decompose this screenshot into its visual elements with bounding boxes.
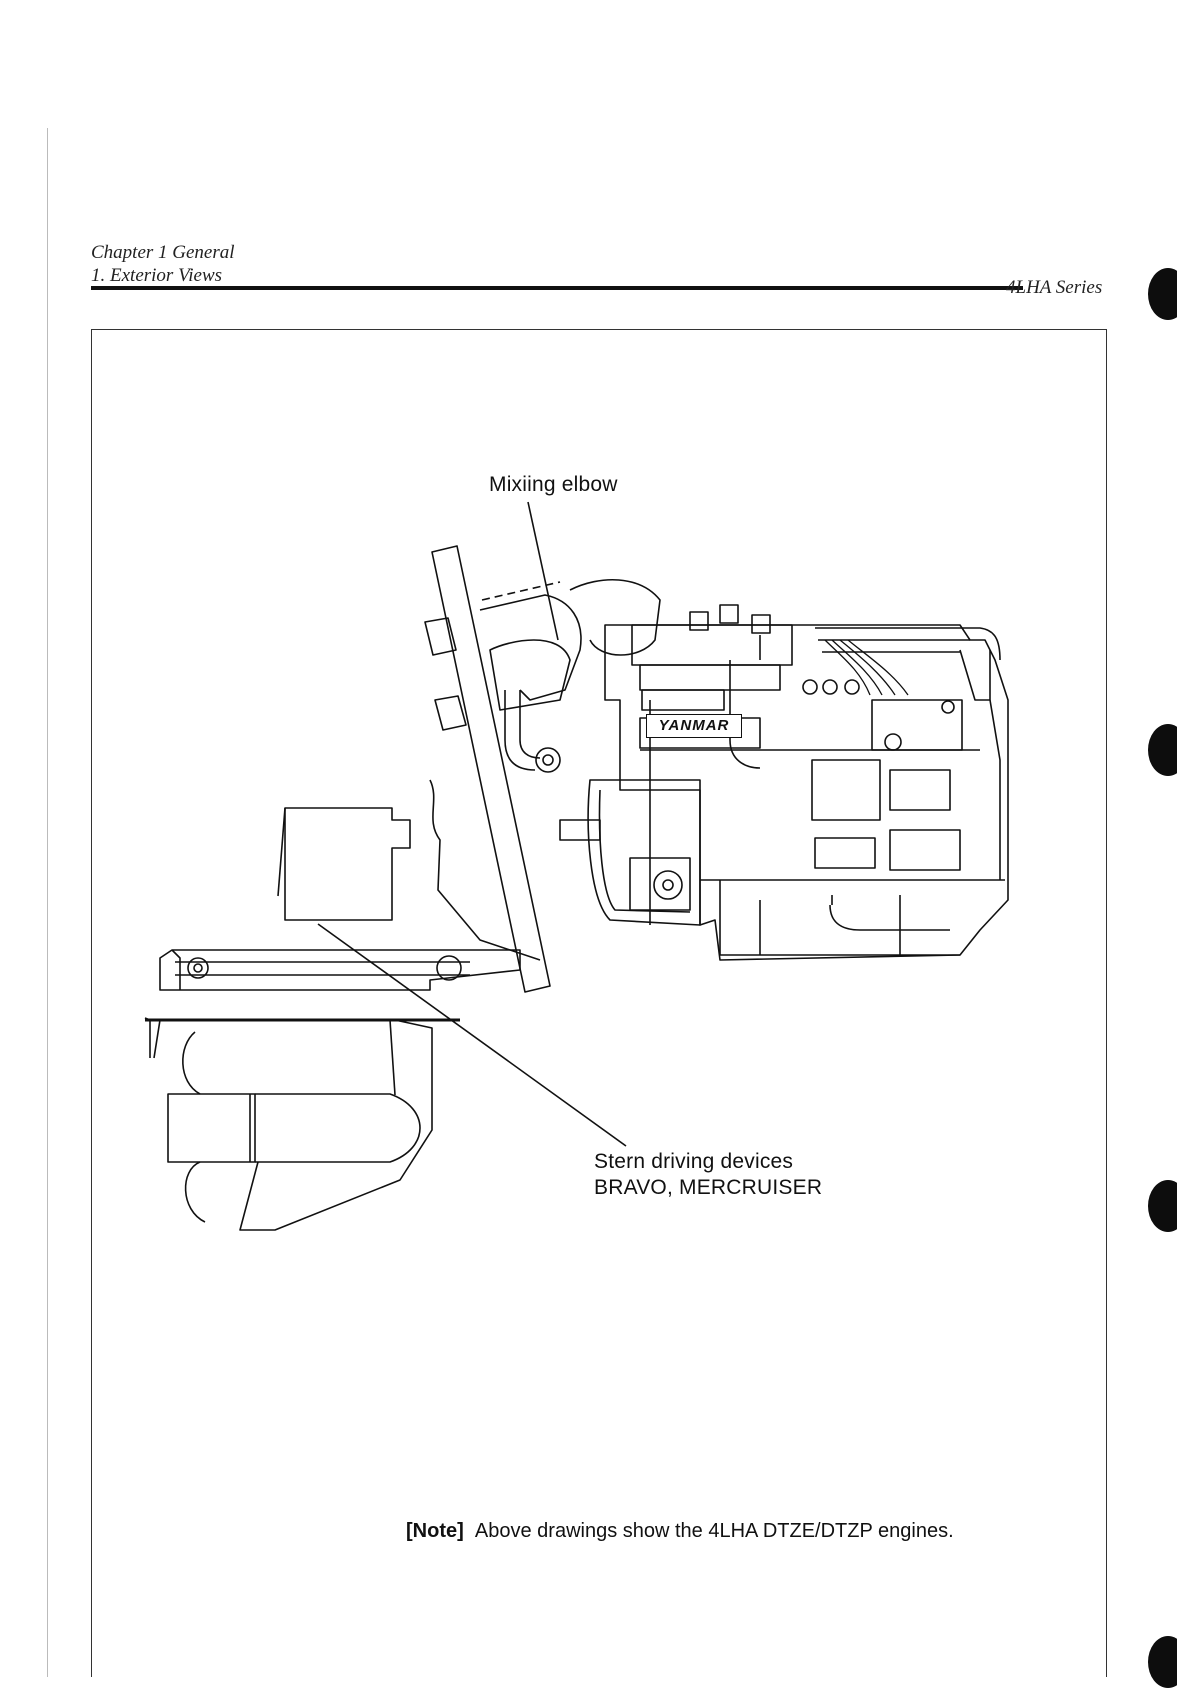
transom-plate (425, 546, 550, 992)
leader-stern-drive (318, 924, 626, 1146)
figure-note: [Note] Above drawings show the 4LHA DTZE… (406, 1520, 954, 1543)
stern-drive-unit (145, 808, 520, 1230)
note-text: Above drawings show the 4LHA DTZE/DTZP e… (475, 1520, 954, 1542)
brand-plate: YANMAR (646, 714, 742, 738)
note-tag: [Note] (406, 1520, 464, 1542)
label-mixing-elbow: Mixiing elbow (489, 473, 618, 497)
label-stern-drive-models: BRAVO, MERCRUISER (594, 1176, 822, 1200)
brand-plate-text: YANMAR (659, 717, 730, 734)
engine-block (605, 605, 1008, 960)
mixing-elbow (480, 580, 660, 772)
label-stern-drive: Stern driving devices (594, 1150, 793, 1174)
leader-mixing-elbow (528, 502, 558, 640)
